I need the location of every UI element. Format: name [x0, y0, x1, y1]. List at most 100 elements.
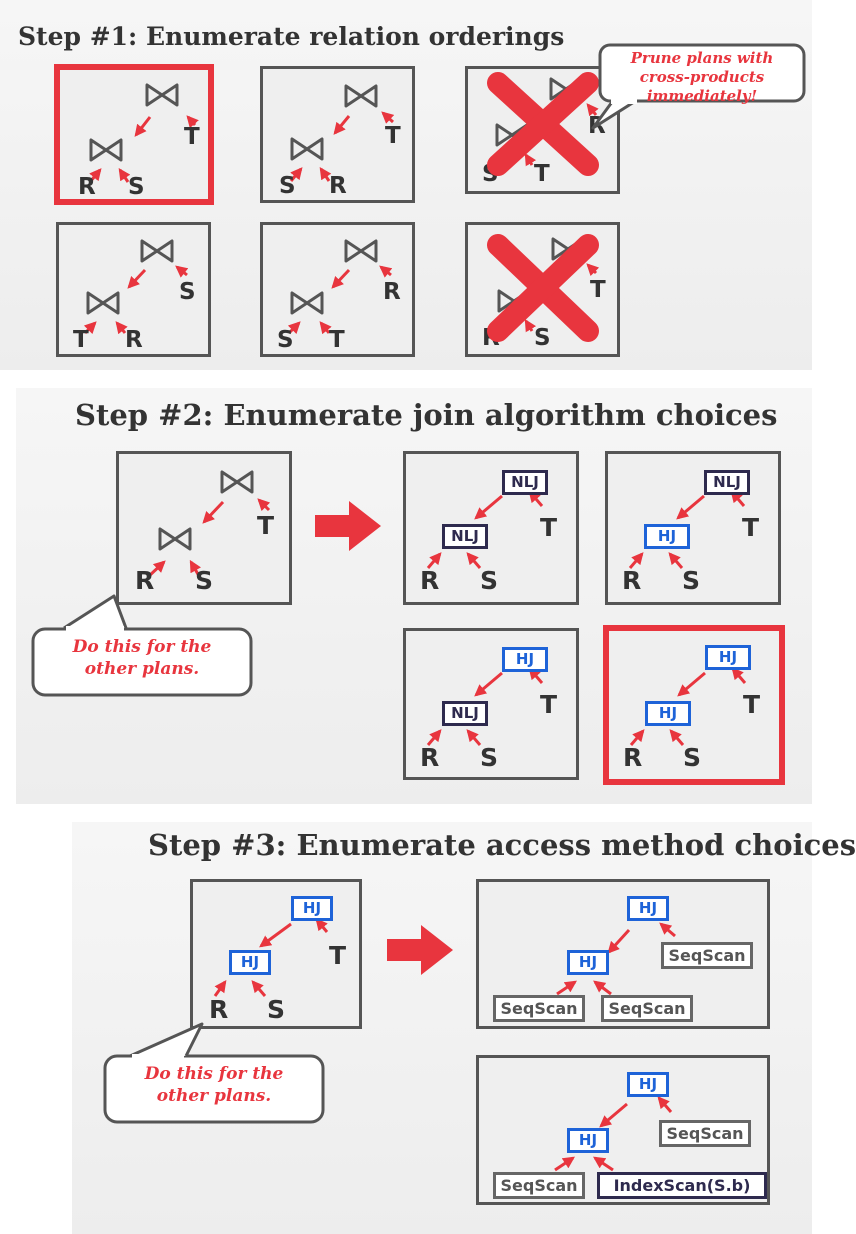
- callout-pointer: [591, 98, 637, 130]
- edge-arrow: [379, 265, 393, 278]
- edge-arrow: [593, 980, 612, 996]
- step2-option-2[interactable]: T R S NLJ HJ: [605, 451, 781, 605]
- relation-label: S: [179, 279, 196, 305]
- step2-option-3[interactable]: T R S HJ NLJ: [403, 628, 579, 780]
- relation-label: S: [195, 566, 213, 595]
- step2-option-1[interactable]: T R S NLJ NLJ: [403, 451, 579, 605]
- relation-label: T: [540, 690, 557, 719]
- hj-badge: HJ: [567, 950, 609, 975]
- step1-plan-6-pruned[interactable]: T R S: [465, 222, 620, 357]
- edge-arrow: [677, 671, 706, 697]
- edge-arrow: [88, 168, 102, 183]
- step2-title: Step #2: Enumerate join algorithm choice…: [75, 398, 778, 432]
- edge-arrow: [134, 116, 152, 137]
- edge-arrow: [287, 321, 301, 335]
- relation-label: R: [622, 566, 641, 595]
- relation-label: R: [135, 566, 154, 595]
- relation-label: R: [125, 327, 143, 353]
- hj-badge: HJ: [567, 1128, 609, 1153]
- relation-label: R: [623, 743, 642, 772]
- relation-label: R: [420, 566, 439, 595]
- callout-pointer: [63, 594, 128, 632]
- relation-label: T: [385, 123, 401, 149]
- step1-plan-3-pruned[interactable]: R S T: [465, 66, 620, 194]
- relation-label: R: [420, 743, 439, 772]
- step2-source-plan[interactable]: T R S: [116, 451, 292, 605]
- step1-plan-1[interactable]: T R S: [54, 64, 214, 205]
- right-arrow-icon: [315, 501, 381, 551]
- edge-arrow: [629, 729, 645, 746]
- relation-label: R: [209, 995, 228, 1024]
- edge-arrow: [659, 922, 676, 938]
- edge-arrow: [426, 552, 442, 569]
- join-icon: [290, 291, 324, 315]
- nlj-badge: NLJ: [442, 524, 488, 549]
- hj-badge: HJ: [627, 1072, 669, 1097]
- edge-arrow: [257, 498, 271, 512]
- hj-badge: HJ: [229, 950, 271, 975]
- relation-label: T: [73, 327, 89, 353]
- seqscan-badge: SeqScan: [601, 995, 693, 1022]
- relation-label: R: [383, 279, 401, 305]
- join-icon: [344, 239, 378, 263]
- right-arrow-icon: [387, 925, 453, 975]
- step1-plan-5[interactable]: R S T: [260, 222, 415, 357]
- seqscan-badge: SeqScan: [661, 942, 753, 969]
- prune-cross-icon: [487, 234, 599, 342]
- relation-label: T: [743, 690, 760, 719]
- relation-label: S: [277, 327, 294, 353]
- step1-plan-4[interactable]: S T R: [56, 222, 211, 357]
- step3-callout: Do this for the other plans.: [102, 1053, 326, 1125]
- edge-arrow: [676, 494, 705, 520]
- seqscan-badge: SeqScan: [659, 1120, 751, 1147]
- edge-arrow: [175, 265, 189, 278]
- edge-arrow: [466, 729, 482, 746]
- relation-label: S: [534, 325, 551, 351]
- step2-option-4-selected[interactable]: T R S HJ HJ: [603, 625, 785, 785]
- step1-callout: Prune plans with cross-products immediat…: [597, 42, 807, 105]
- edge-arrow: [259, 922, 292, 948]
- hj-badge: HJ: [705, 645, 751, 670]
- edge-arrow: [593, 1156, 614, 1172]
- join-icon: [86, 291, 120, 315]
- edge-arrow: [251, 980, 267, 997]
- relation-label: T: [257, 511, 274, 540]
- edge-arrow: [115, 321, 128, 335]
- callout-pointer: [129, 1022, 204, 1060]
- join-icon: [220, 470, 254, 494]
- hj-badge: HJ: [291, 896, 333, 921]
- nlj-badge: NLJ: [502, 470, 548, 495]
- edge-arrow: [731, 667, 747, 684]
- seqscan-badge: SeqScan: [493, 995, 585, 1022]
- step3-option-2[interactable]: HJ HJ SeqScan SeqScan IndexScan(S.b): [476, 1055, 770, 1205]
- join-icon: [344, 84, 378, 108]
- relation-label: T: [329, 941, 346, 970]
- edge-arrow: [202, 500, 225, 524]
- edge-arrow: [319, 167, 332, 182]
- step3-source-plan[interactable]: T R S HJ HJ: [190, 879, 362, 1029]
- edge-arrow: [524, 152, 537, 167]
- edge-arrow: [466, 552, 482, 569]
- edge-arrow: [381, 111, 395, 124]
- edge-arrow: [127, 268, 147, 289]
- nlj-badge: NLJ: [442, 701, 488, 726]
- step1-plan-2[interactable]: T S R: [260, 66, 415, 203]
- relation-label: S: [128, 174, 145, 200]
- nlj-badge: NLJ: [704, 470, 750, 495]
- join-icon: [158, 527, 192, 551]
- step1-title: Step #1: Enumerate relation orderings: [18, 22, 565, 51]
- edge-arrow: [586, 263, 600, 277]
- edge-arrow: [524, 318, 537, 333]
- edge-arrow: [474, 671, 503, 697]
- step3-title: Step #3: Enumerate access method choices: [148, 828, 856, 862]
- step3-option-1[interactable]: HJ HJ SeqScan SeqScan SeqScan: [476, 879, 770, 1029]
- relation-label: T: [742, 513, 759, 542]
- step2-callout: Do this for the other plans.: [30, 626, 254, 698]
- edge-arrow: [333, 115, 351, 135]
- relation-label: S: [267, 995, 285, 1024]
- relation-label: T: [540, 513, 557, 542]
- relation-label: S: [480, 566, 498, 595]
- edge-arrow: [186, 115, 199, 129]
- edge-arrow: [289, 167, 303, 182]
- edge-arrow: [213, 980, 227, 997]
